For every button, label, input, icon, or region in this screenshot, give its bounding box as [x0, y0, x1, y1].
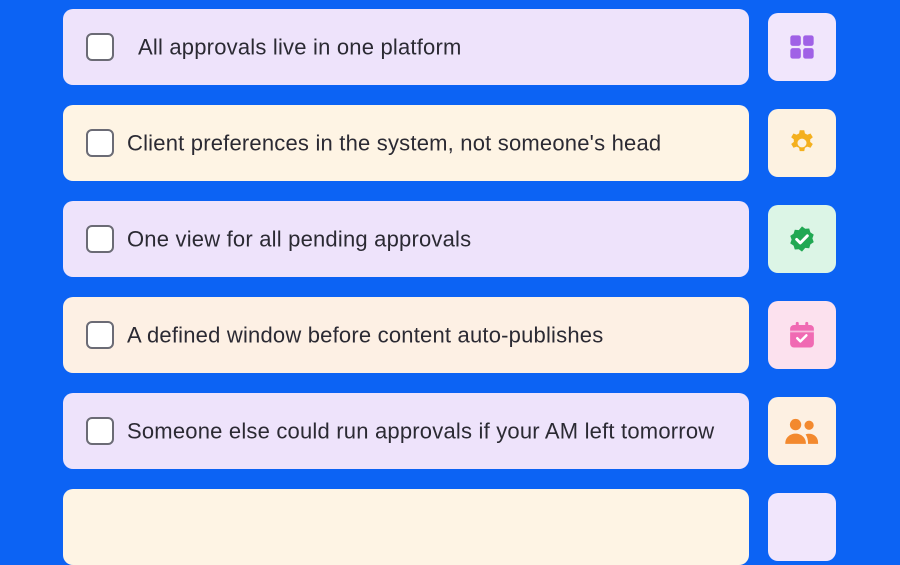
checklist-item-label: All approvals live in one platform [138, 34, 462, 60]
checkbox[interactable] [86, 225, 114, 253]
grid-icon [790, 35, 814, 59]
icon-tile [768, 13, 836, 81]
checklist-item-label: Someone else could run approvals if your… [127, 418, 715, 444]
icon-tile [768, 109, 836, 177]
checklist-row: Someone else could run approvals if your… [63, 393, 837, 469]
checklist-card[interactable]: Client preferences in the system, not so… [63, 105, 749, 181]
checklist-row: Client preferences in the system, not so… [63, 105, 837, 181]
checklist-card[interactable]: Someone else could run approvals if your… [63, 393, 749, 469]
checkbox[interactable] [86, 417, 114, 445]
icon-tile [768, 493, 836, 561]
checklist-row: A defined window before content auto-pub… [63, 297, 837, 373]
checklist-card[interactable]: A defined window before content auto-pub… [63, 297, 749, 373]
calendar-check-icon [790, 321, 814, 348]
checkbox[interactable] [86, 321, 114, 349]
checklist-item-label: A defined window before content auto-pub… [127, 322, 604, 348]
approval-checklist: All approvals live in one platform Clien… [63, 9, 837, 565]
icon-tile [768, 205, 836, 273]
checklist-card[interactable]: All approvals live in one platform [63, 9, 749, 85]
checklist-card[interactable]: One view for all pending approvals [63, 201, 749, 277]
gear-icon [791, 130, 813, 152]
verified-badge-icon [790, 226, 814, 252]
checklist-row: One view for all pending approvals [63, 201, 837, 277]
checklist-row: All approvals live in one platform [63, 9, 837, 85]
checklist-row [63, 489, 837, 565]
checklist-item-label: Client preferences in the system, not so… [127, 130, 662, 156]
checkbox[interactable] [86, 129, 114, 157]
checkbox[interactable] [86, 33, 114, 61]
icon-tile [768, 301, 836, 369]
checklist-item-label: One view for all pending approvals [127, 226, 472, 252]
checklist-card[interactable] [63, 489, 749, 565]
users-icon [785, 418, 819, 444]
icon-tile [768, 397, 836, 465]
